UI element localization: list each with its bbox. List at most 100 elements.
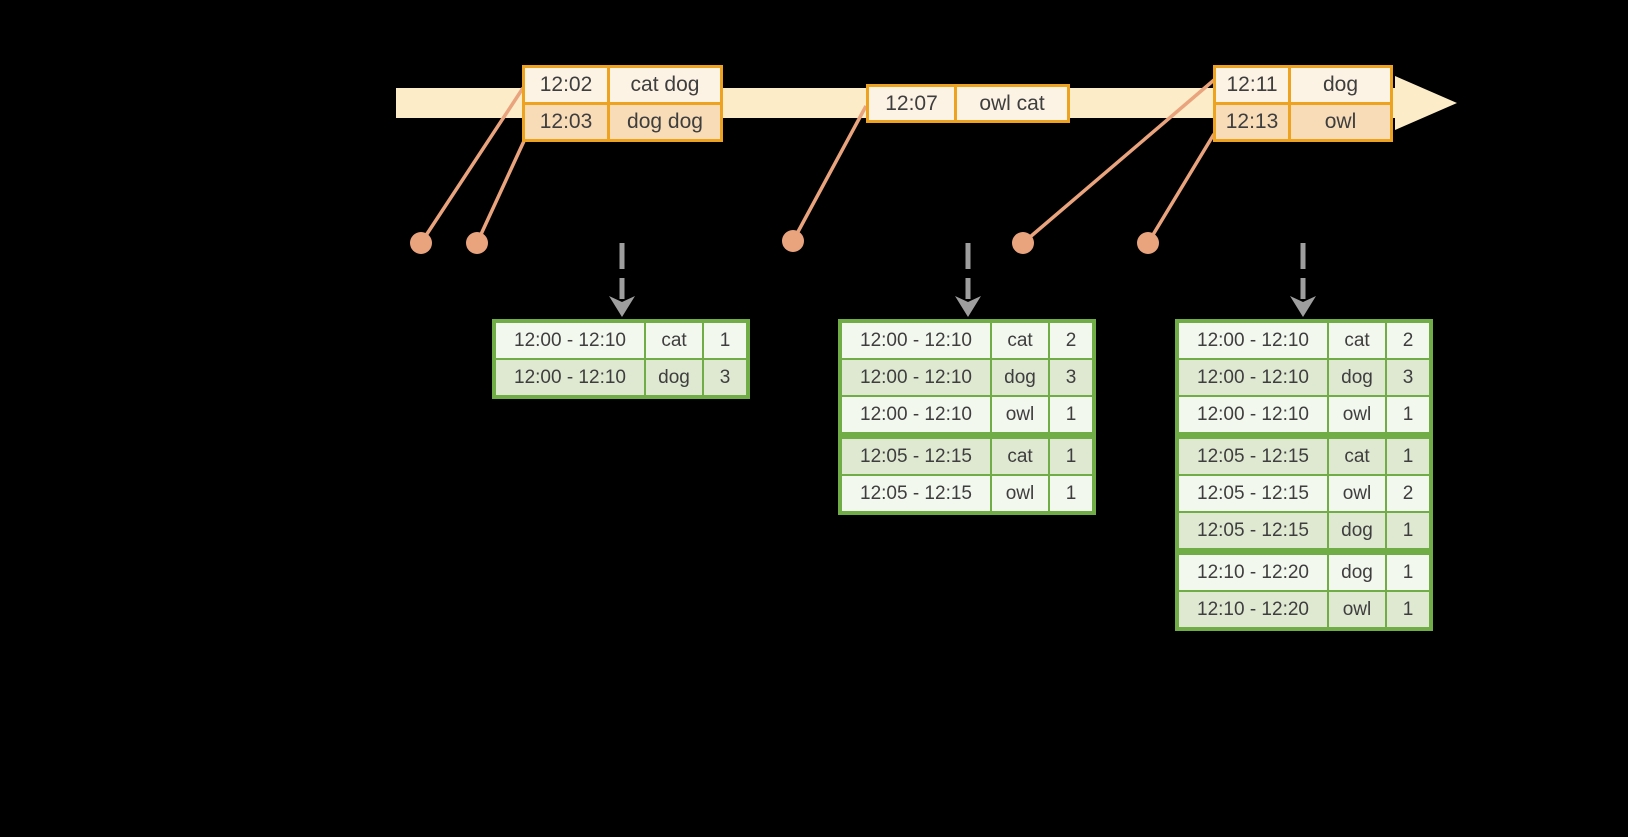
- result-window: 12:00 - 12:10: [842, 397, 990, 432]
- result-word: dog: [646, 360, 702, 395]
- result-row: 12:00 - 12:10 dog 3: [842, 360, 1092, 395]
- result-count: 1: [1050, 476, 1092, 511]
- result-row: 12:05 - 12:15 dog 1: [1179, 513, 1429, 548]
- result-word: owl: [1329, 476, 1385, 511]
- result-row: 12:05 - 12:15 cat 1: [1179, 439, 1429, 474]
- result-count: 3: [704, 360, 746, 395]
- result-row: 12:10 - 12:20 dog 1: [1179, 555, 1429, 590]
- result-word: dog: [992, 360, 1048, 395]
- result-table-1: 12:00 - 12:10 cat 1 12:00 - 12:10 dog 3: [492, 319, 750, 399]
- trigger-arrowhead: [1290, 296, 1316, 317]
- result-count: 2: [1387, 323, 1429, 358]
- result-window: 12:00 - 12:10: [842, 323, 990, 358]
- result-word: cat: [992, 323, 1048, 358]
- event-connector-line: [419, 87, 525, 244]
- result-count: 1: [1050, 397, 1092, 432]
- event-words: owl: [1291, 105, 1390, 139]
- result-word: cat: [1329, 323, 1385, 358]
- result-word: dog: [1329, 360, 1385, 395]
- event-words: cat dog: [610, 68, 720, 102]
- result-row: 12:05 - 12:15 owl 1: [842, 476, 1092, 511]
- result-row: 12:00 - 12:10 cat 2: [842, 323, 1092, 358]
- result-row: 12:00 - 12:10 owl 1: [842, 397, 1092, 432]
- trigger-arrow: [1290, 243, 1316, 317]
- event-words: owl cat: [957, 87, 1067, 120]
- result-row: 12:00 - 12:10 dog 3: [496, 360, 746, 395]
- result-window: 12:00 - 12:10: [1179, 323, 1327, 358]
- result-count: 1: [1387, 439, 1429, 474]
- result-row: 12:10 - 12:20 owl 1: [1179, 592, 1429, 627]
- event-dot: [466, 232, 488, 254]
- result-window: 12:00 - 12:10: [496, 323, 644, 358]
- event-row: 12:13 owl: [1216, 105, 1390, 139]
- result-word: cat: [646, 323, 702, 358]
- result-row: 12:00 - 12:10 owl 1: [1179, 397, 1429, 432]
- event-dot: [1012, 232, 1034, 254]
- event-connector-line: [791, 105, 868, 242]
- event-time: 12:07: [869, 87, 954, 120]
- result-window: 12:05 - 12:15: [1179, 439, 1327, 474]
- result-window: 12:05 - 12:15: [1179, 476, 1327, 511]
- event-time: 12:11: [1216, 68, 1288, 102]
- result-word: owl: [1329, 397, 1385, 432]
- result-count: 1: [1050, 439, 1092, 474]
- event-connector-line: [1021, 78, 1216, 245]
- event-time: 12:13: [1216, 105, 1288, 139]
- event-connector-lines: [419, 78, 1216, 245]
- result-window: 12:10 - 12:20: [1179, 555, 1327, 590]
- result-count: 1: [1387, 513, 1429, 548]
- result-word: dog: [1329, 513, 1385, 548]
- event-words: dog: [1291, 68, 1390, 102]
- result-row: 12:00 - 12:10 dog 3: [1179, 360, 1429, 395]
- result-word: cat: [992, 439, 1048, 474]
- result-window: 12:05 - 12:15: [842, 476, 990, 511]
- result-word: cat: [1329, 439, 1385, 474]
- result-window: 12:05 - 12:15: [1179, 513, 1327, 548]
- result-window: 12:00 - 12:10: [1179, 397, 1327, 432]
- result-row: 12:00 - 12:10 cat 1: [496, 323, 746, 358]
- result-count: 2: [1050, 323, 1092, 358]
- result-table-3: 12:00 - 12:10 cat 2 12:00 - 12:10 dog 3 …: [1175, 319, 1433, 631]
- event-row: 12:07 owl cat: [869, 87, 1067, 120]
- result-row: 12:05 - 12:15 cat 1: [842, 439, 1092, 474]
- event-dot: [410, 232, 432, 254]
- result-window: 12:10 - 12:20: [1179, 592, 1327, 627]
- result-table-2: 12:00 - 12:10 cat 2 12:00 - 12:10 dog 3 …: [838, 319, 1096, 515]
- result-word: dog: [1329, 555, 1385, 590]
- result-count: 3: [1050, 360, 1092, 395]
- result-window: 12:05 - 12:15: [842, 439, 990, 474]
- trigger-arrow: [955, 243, 981, 317]
- result-count: 1: [704, 323, 746, 358]
- result-word: owl: [992, 476, 1048, 511]
- result-count: 1: [1387, 397, 1429, 432]
- result-word: owl: [1329, 592, 1385, 627]
- result-count: 3: [1387, 360, 1429, 395]
- trigger-arrow: [609, 243, 635, 317]
- result-window: 12:00 - 12:10: [1179, 360, 1327, 395]
- event-connector-line: [1146, 133, 1216, 244]
- event-dots: [410, 230, 1159, 254]
- event-words: dog dog: [610, 105, 720, 139]
- result-word: owl: [992, 397, 1048, 432]
- event-row: 12:03 dog dog: [525, 105, 720, 139]
- trigger-arrows: [609, 243, 1316, 317]
- result-count: 1: [1387, 592, 1429, 627]
- trigger-arrowhead: [955, 296, 981, 317]
- result-row: 12:05 - 12:15 owl 2: [1179, 476, 1429, 511]
- event-table-1211: 12:11 dog 12:13 owl: [1213, 65, 1393, 142]
- result-window: 12:00 - 12:10: [496, 360, 644, 395]
- event-time: 12:03: [525, 105, 607, 139]
- trigger-arrowhead: [609, 296, 635, 317]
- result-count: 2: [1387, 476, 1429, 511]
- result-window: 12:00 - 12:10: [842, 360, 990, 395]
- event-row: 12:02 cat dog: [525, 68, 720, 102]
- result-row: 12:00 - 12:10 cat 2: [1179, 323, 1429, 358]
- event-table-1207: 12:07 owl cat: [866, 84, 1070, 123]
- event-dot: [782, 230, 804, 252]
- event-row: 12:11 dog: [1216, 68, 1390, 102]
- event-table-1202: 12:02 cat dog 12:03 dog dog: [522, 65, 723, 142]
- event-dot: [1137, 232, 1159, 254]
- event-connector-line: [475, 140, 526, 244]
- event-time: 12:02: [525, 68, 607, 102]
